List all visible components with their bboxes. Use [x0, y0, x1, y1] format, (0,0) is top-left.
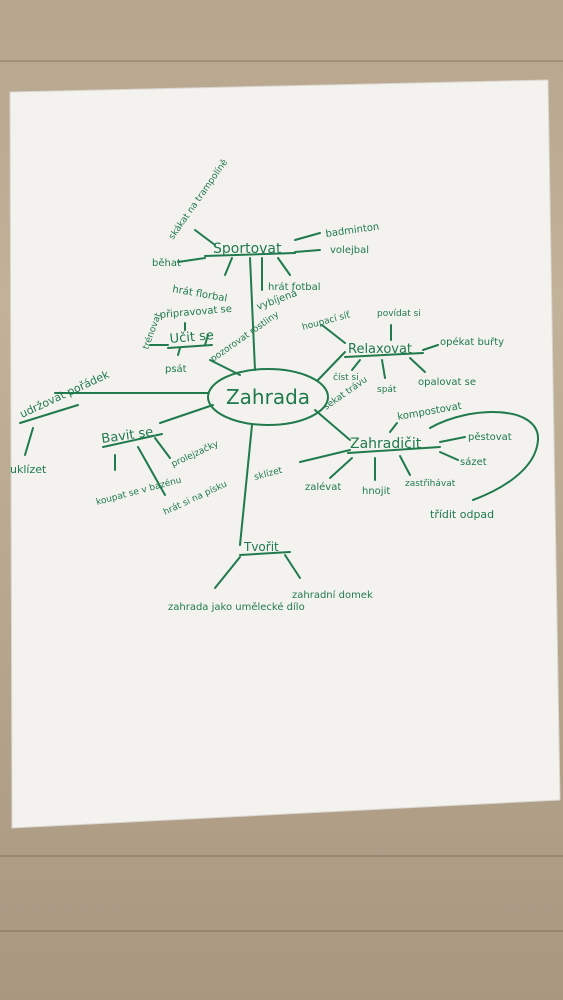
bavitse-label: Bavit se [100, 425, 154, 447]
item-opekat: opékat buřty [440, 336, 504, 348]
item-opalovat: opalovat se [418, 377, 476, 388]
sportovat-label: Sportovat [213, 241, 282, 257]
relaxovat-label: Relaxovat [348, 342, 412, 357]
zahradicit-label: Zahradičit [350, 436, 422, 452]
tvorit-label: Tvořit [243, 540, 279, 554]
item-hnojit: hnojit [362, 486, 390, 497]
item-povidat: povídat si [377, 309, 421, 319]
item-volejbal: volejbal [330, 245, 369, 256]
item-zastrihavat: zastřihávat [405, 479, 456, 489]
paper-sheet [9, 79, 561, 829]
item-hrat-fotbal: hrát fotbal [268, 281, 321, 293]
item-sazet: sázet [460, 456, 487, 468]
item-cist-si: číst si [333, 372, 359, 383]
item-psat: psát [165, 363, 187, 375]
item-zahradni-domek: zahradní domek [292, 589, 373, 601]
item-spat: spát [377, 385, 397, 395]
item-zalevat: zalévat [305, 481, 341, 493]
item-behat: běhat [152, 257, 181, 269]
mind-map-lines [19, 229, 540, 589]
ucitse-label: Učit se [169, 328, 214, 347]
item-tridit-odpad: třídit odpad [430, 508, 494, 521]
item-zahrada-jako: zahrada jako umělecké dílo [168, 601, 305, 613]
item-pestovat: pěstovat [468, 431, 512, 443]
center-node-label: Zahrada [226, 385, 310, 409]
item-uklizet: uklízet [10, 463, 47, 476]
